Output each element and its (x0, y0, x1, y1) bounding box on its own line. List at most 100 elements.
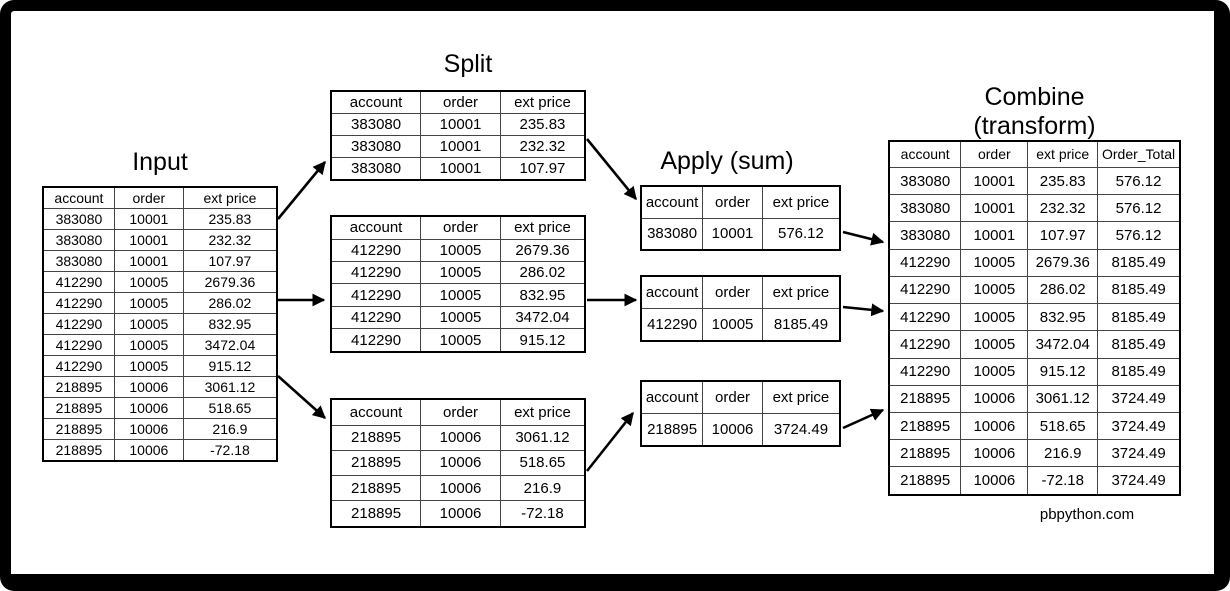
table-cell: 10005 (113, 312, 184, 335)
table-cell: 10005 (113, 271, 184, 293)
table-cell: 232.32 (499, 134, 586, 158)
input-title: Input (132, 148, 188, 176)
table-cell: 10006 (960, 439, 1029, 468)
column-header: order (960, 140, 1029, 168)
table-cell: 412290 (888, 248, 962, 277)
table-cell: 8185.49 (761, 308, 841, 342)
table-cell: 10006 (960, 384, 1029, 413)
table-cell: 915.12 (1027, 357, 1099, 386)
table-cell: 10006 (960, 411, 1029, 441)
table-cell: 218895 (888, 466, 962, 496)
table-cell: 383080 (888, 166, 962, 196)
table-cell: 3061.12 (1027, 384, 1099, 413)
table-cell: 10001 (960, 194, 1029, 223)
table-cell: 576.12 (761, 217, 841, 251)
column-header: Order_Total (1097, 140, 1181, 168)
table-cell: 3724.49 (1097, 411, 1181, 441)
combine-title: Combine (transform) (888, 83, 1181, 141)
arrow-split1-to-apply1 (585, 138, 638, 201)
table-cell: 107.97 (182, 250, 278, 272)
table-cell: 10001 (960, 166, 1029, 196)
table-cell: 383080 (330, 134, 422, 158)
table-cell: 218895 (640, 413, 704, 447)
table-cell: 8185.49 (1097, 248, 1181, 277)
table-cell: 3724.49 (1097, 384, 1181, 413)
table-cell: 218895 (888, 411, 962, 441)
table-cell: 10001 (420, 113, 501, 136)
table-cell: 10005 (960, 275, 1029, 305)
table-cell: 10005 (420, 238, 501, 263)
table-cell: 576.12 (1097, 221, 1181, 250)
table-cell: 518.65 (182, 396, 278, 419)
table-cell: 832.95 (182, 312, 278, 335)
column-header: ext price (499, 90, 586, 115)
table-cell: 218895 (330, 449, 422, 477)
table-cell: 10006 (113, 417, 184, 440)
table-cell: 8185.49 (1097, 303, 1181, 332)
table-cell: 412290 (888, 303, 962, 332)
arrow-apply1-to-combine (842, 230, 885, 246)
table-cell: 3724.49 (1097, 466, 1181, 496)
table-cell: 232.32 (182, 229, 278, 252)
table-cell: 412290 (888, 357, 962, 386)
column-header: order (113, 186, 184, 210)
table-cell: 3724.49 (1097, 439, 1181, 468)
table-cell: 10005 (113, 291, 184, 314)
table-cell: 10005 (420, 305, 501, 330)
column-header: order (702, 380, 763, 414)
column-header: ext price (761, 275, 841, 309)
table-cell: 8185.49 (1097, 275, 1181, 305)
table-cell: 10006 (113, 396, 184, 419)
arrow-input-to-split1 (276, 160, 327, 220)
table-cell: 412290 (42, 333, 115, 356)
column-header: account (888, 140, 962, 168)
table-cell: 218895 (330, 500, 422, 528)
table-cell: 286.02 (182, 291, 278, 314)
table-cell: 218895 (888, 439, 962, 468)
table-cell: 10001 (113, 208, 184, 231)
table-cell: 10005 (113, 333, 184, 356)
apply-title: Apply (sum) (660, 147, 794, 175)
table-cell: 383080 (888, 194, 962, 223)
table-cell: 576.12 (1097, 166, 1181, 196)
split-title: Split (443, 50, 493, 78)
table-cell: 8185.49 (1097, 330, 1181, 359)
column-header: order (420, 90, 501, 115)
table-cell: 412290 (330, 283, 422, 307)
combine-title-line1: Combine (984, 83, 1085, 111)
table-cell: 10006 (420, 475, 501, 502)
column-header: order (702, 185, 763, 219)
table-cell: 218895 (330, 475, 422, 502)
table-cell: 3724.49 (761, 413, 841, 447)
table-cell: 412290 (330, 238, 422, 263)
table-cell: 383080 (640, 217, 704, 251)
column-header: ext price (499, 215, 586, 240)
column-header: account (42, 186, 115, 210)
table-cell: 10005 (420, 283, 501, 307)
table-cell: 518.65 (499, 449, 586, 477)
